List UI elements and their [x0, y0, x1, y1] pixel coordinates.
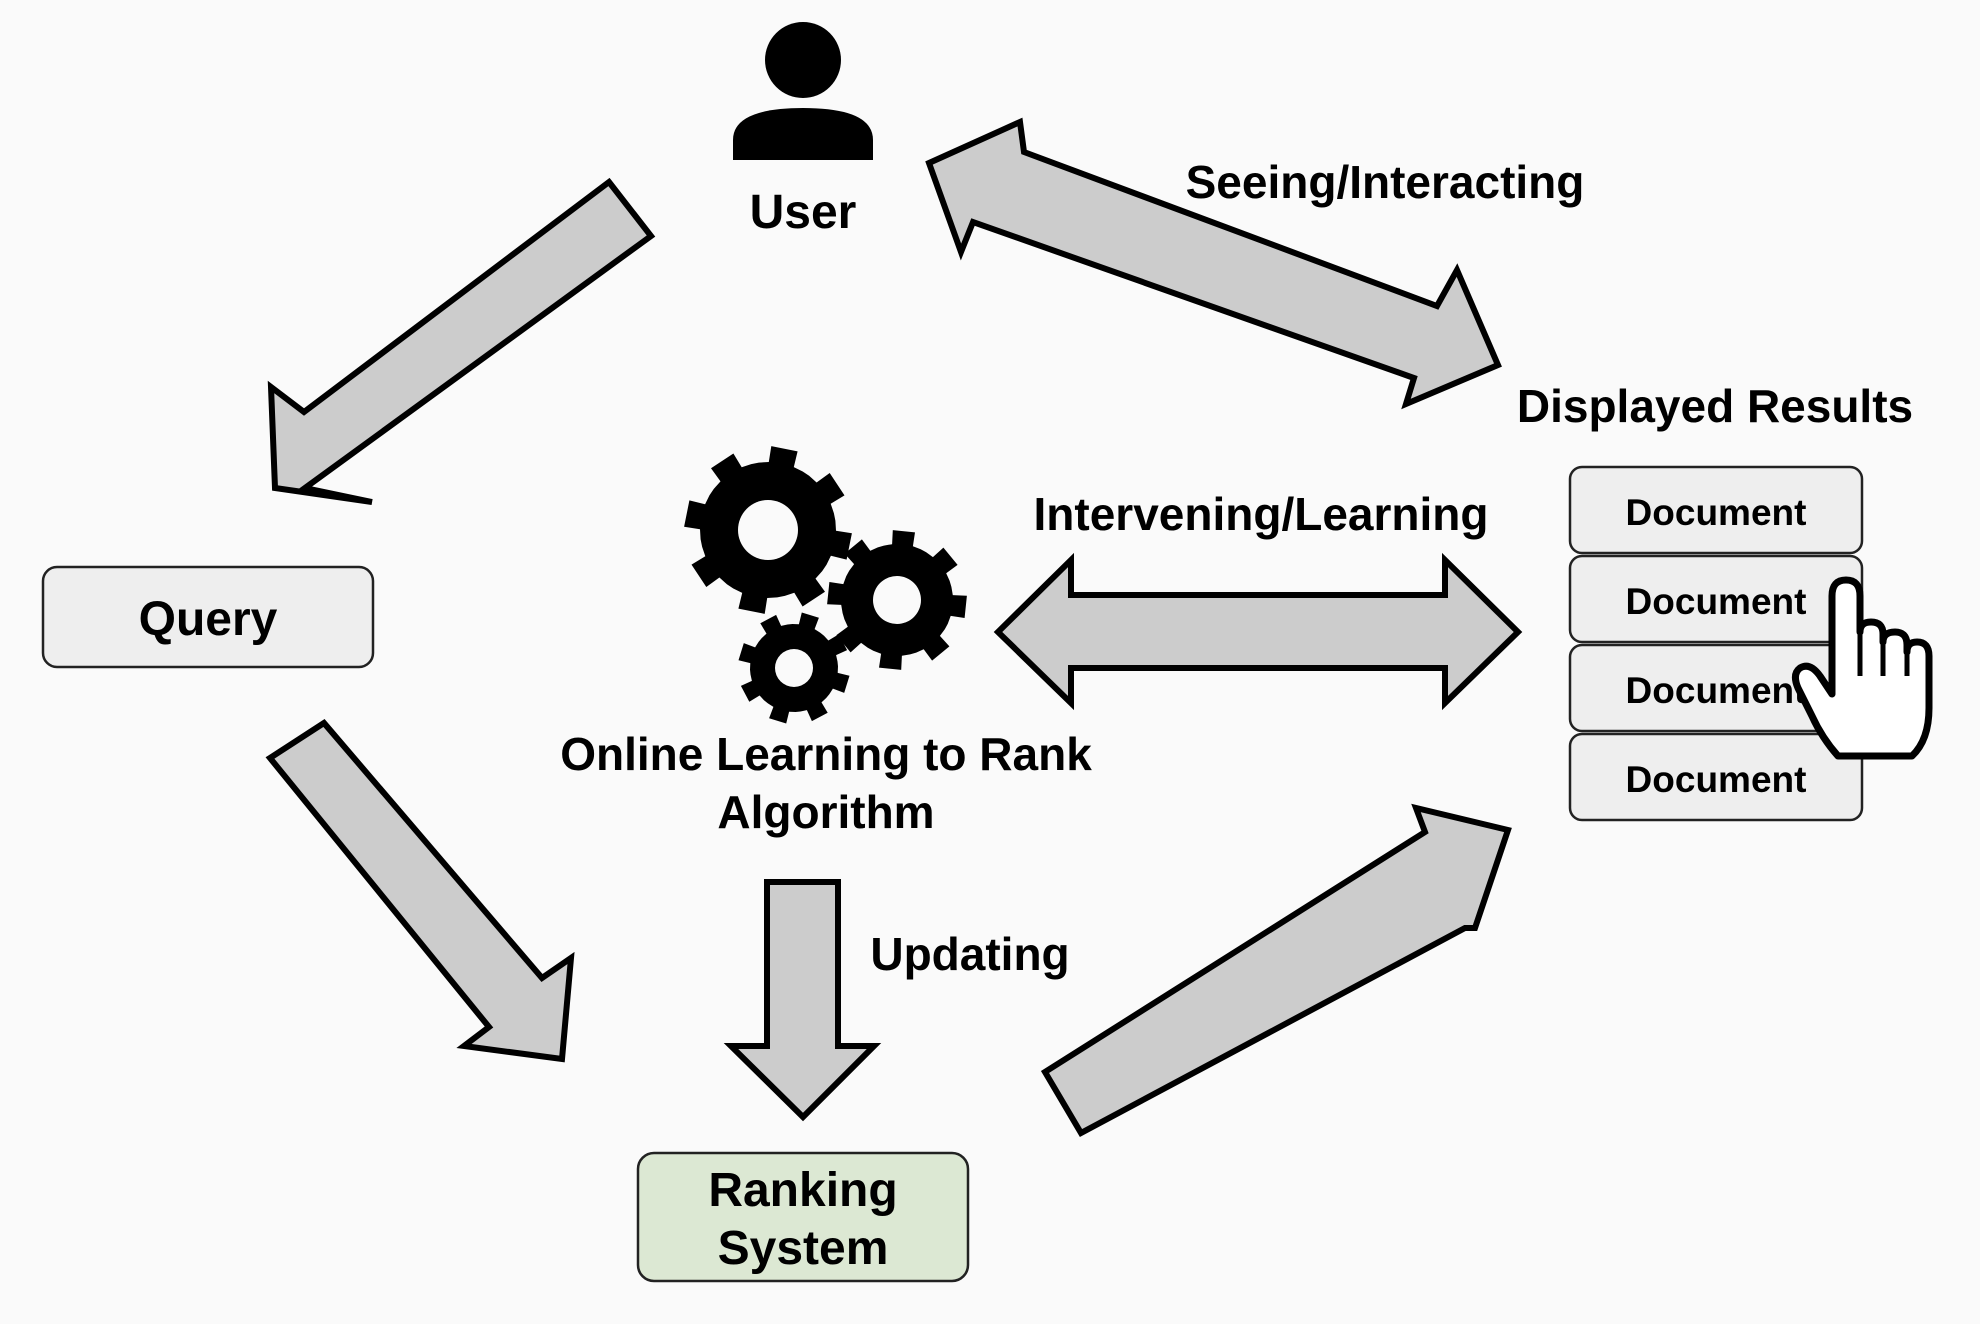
arrow-algorithm-to-ranking [723, 879, 882, 1122]
document-item: Document [1568, 554, 1864, 644]
gear-hole [738, 500, 798, 560]
query-box [41, 565, 375, 669]
document-label: Document [1626, 670, 1807, 711]
document-label: Document [1626, 759, 1807, 800]
arrow-user-to-query [267, 177, 656, 505]
gear-medium-icon [827, 530, 967, 670]
updating-label: Updating [870, 928, 1069, 980]
intervening-learning-label: Intervening/Learning [1034, 488, 1489, 540]
gear-hole [873, 576, 921, 624]
query-label: Query [139, 593, 278, 646]
seeing-interacting-label: Seeing/Interacting [1186, 156, 1585, 208]
document-item: Document [1568, 732, 1864, 822]
ranking-label-line1: Ranking [708, 1164, 897, 1217]
arrow-query-to-ranking [265, 719, 575, 1063]
query-node: Query [41, 565, 375, 669]
ranking-system-node: Ranking System [636, 1151, 970, 1283]
document-item: Document [1568, 465, 1864, 555]
arrow-algorithm-results-double [993, 552, 1523, 711]
document-item: Document [1568, 643, 1864, 733]
algorithm-label-line1: Online Learning to Rank [560, 728, 1092, 780]
gear-small-icon [738, 612, 850, 724]
arrow-user-results-double [925, 117, 1502, 410]
algorithm-label-line2: Algorithm [717, 786, 934, 838]
pointing-hand-cursor-icon [1791, 576, 1933, 760]
user-icon [733, 22, 873, 160]
ranking-label-line2: System [718, 1222, 889, 1275]
arrow-ranking-to-results [1040, 803, 1512, 1138]
document-list: Document Document Document Document [1568, 465, 1864, 822]
user-label: User [750, 186, 857, 239]
gear-hole [775, 649, 813, 687]
document-label: Document [1626, 492, 1807, 533]
gears-icon [684, 446, 967, 724]
ranking-system-box [636, 1151, 970, 1283]
displayed-results-label: Displayed Results [1517, 380, 1913, 432]
gear-large-icon [684, 446, 852, 614]
document-label: Document [1626, 581, 1807, 622]
